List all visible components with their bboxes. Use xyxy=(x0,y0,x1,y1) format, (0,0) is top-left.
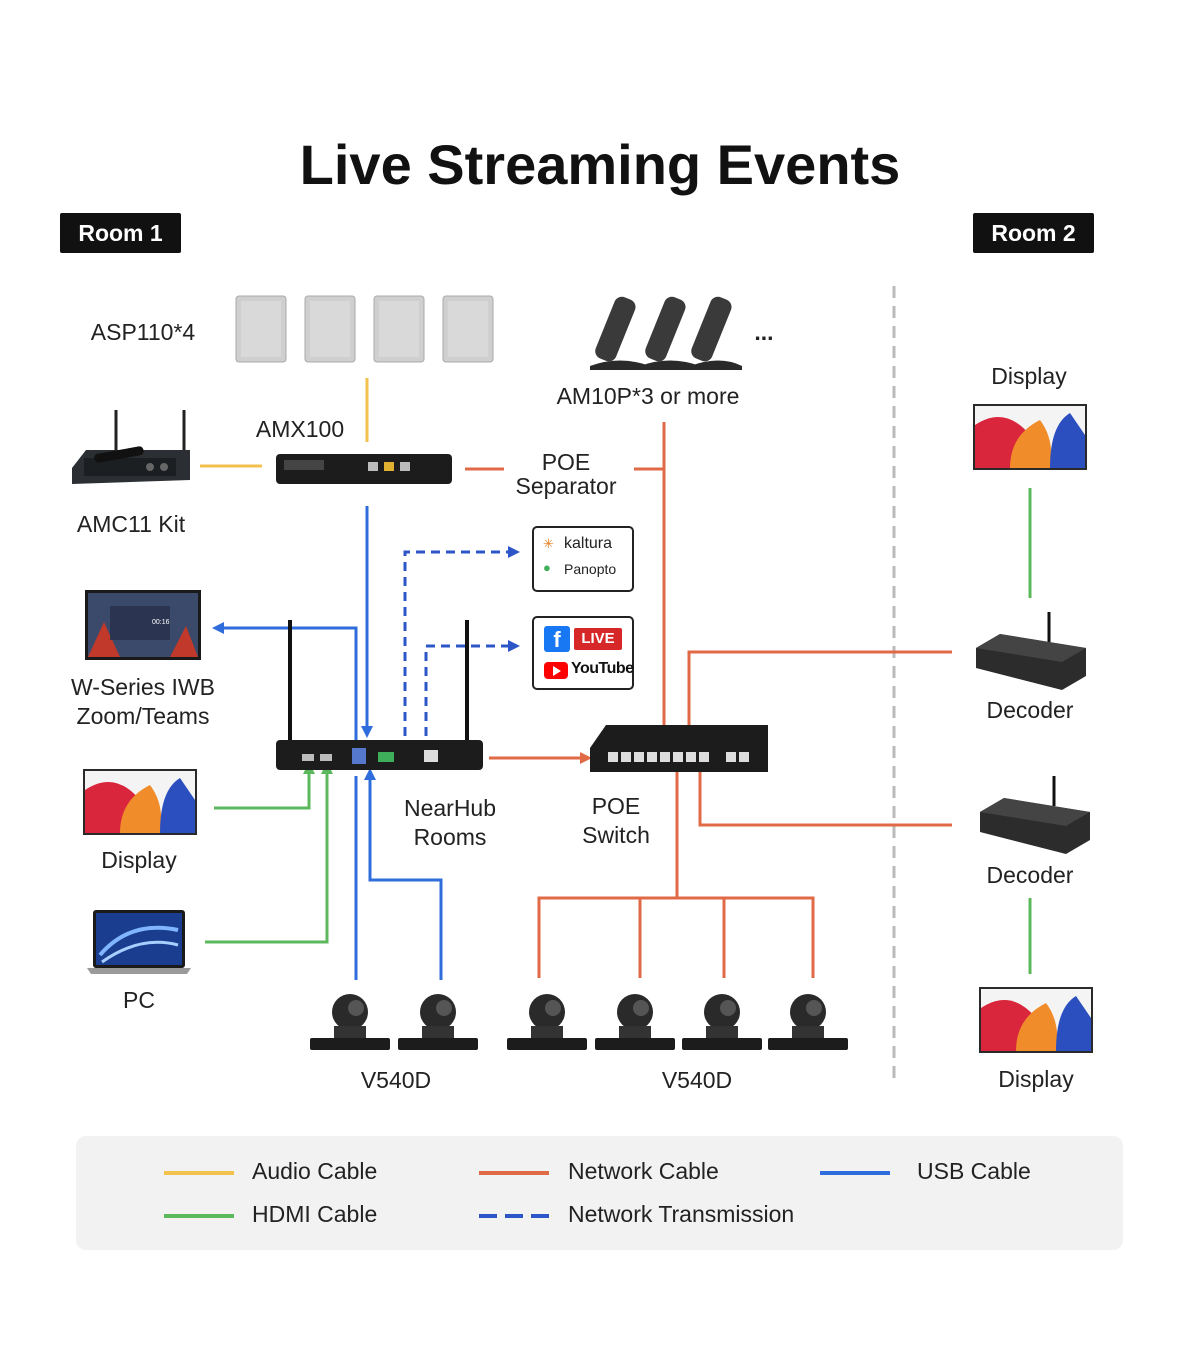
label-v540d-left: V540D xyxy=(360,1067,432,1093)
decoder-icon xyxy=(980,776,1090,854)
legend: Audio Cable Network Cable USB Cable HDMI… xyxy=(76,1136,1123,1250)
display-icon xyxy=(83,769,197,835)
label-mics-more: ... xyxy=(754,319,774,345)
decoder-icon xyxy=(976,612,1086,690)
label-display-room2-bottom: Display xyxy=(998,1066,1074,1092)
network-cables xyxy=(465,422,952,978)
wireless-receiver-icon xyxy=(72,410,190,484)
kaltura-logo-icon: ✳ xyxy=(543,536,554,551)
router-icon xyxy=(276,620,483,770)
label-pc: PC xyxy=(123,987,155,1013)
legend-hdmi-swatch xyxy=(164,1214,234,1218)
social-live-logo-box: f LIVE YouTube xyxy=(532,616,634,690)
label-iwb-2: Zoom/Teams xyxy=(76,703,210,729)
iwb-screen-time: 00:16 xyxy=(152,619,170,626)
legend-network-label: Network Cable xyxy=(568,1158,719,1184)
label-display-room2-top: Display xyxy=(991,363,1067,389)
label-nearhub-2: Rooms xyxy=(413,824,487,850)
audio-cables xyxy=(200,378,369,468)
display-icon xyxy=(979,987,1093,1053)
label-amc11: AMC11 Kit xyxy=(76,511,186,537)
room-2-badge: Room 2 xyxy=(973,213,1094,253)
legend-usb-label: USB Cable xyxy=(917,1158,1031,1184)
whiteboard-icon: 00:16 xyxy=(85,590,201,660)
label-v540d-right: V540D xyxy=(661,1067,733,1093)
label-decoder-top: Decoder xyxy=(986,697,1074,723)
switch-icon xyxy=(590,725,768,772)
legend-usb-swatch xyxy=(820,1171,890,1175)
hdmi-cables xyxy=(205,488,1032,974)
camera-icon xyxy=(310,994,848,1050)
laptop-icon xyxy=(87,910,191,974)
speaker-icon xyxy=(235,295,494,363)
microphone-icon xyxy=(590,296,742,370)
panopto-logo-text: Panopto xyxy=(564,561,617,577)
legend-network-transmission-label: Network Transmission xyxy=(568,1201,795,1227)
audio-processor-icon xyxy=(276,454,452,484)
facebook-live-badge: LIVE xyxy=(574,628,622,650)
label-am10p: AM10P*3 or more xyxy=(556,383,740,409)
kaltura-logo-text: kaltura xyxy=(564,535,613,552)
label-poe-switch-2: Switch xyxy=(582,822,650,848)
facebook-icon: f xyxy=(544,626,570,652)
label-poe-separator-2: Separator xyxy=(515,473,617,499)
youtube-play-icon xyxy=(544,662,568,679)
label-iwb-1: W-Series IWB xyxy=(71,674,215,700)
label-asp110: ASP110*4 xyxy=(90,319,196,345)
room-1-badge: Room 1 xyxy=(60,213,181,253)
youtube-logo-text: YouTube xyxy=(571,660,634,677)
label-poe-switch-1: POE xyxy=(591,793,641,819)
label-amx100: AMX100 xyxy=(255,416,345,442)
display-icon xyxy=(973,404,1087,470)
usb-cables xyxy=(212,506,443,980)
panopto-logo-icon: ● xyxy=(543,560,551,575)
label-poe-separator-1: POE xyxy=(541,449,591,475)
legend-audio-label: Audio Cable xyxy=(252,1158,378,1184)
label-decoder-bottom: Decoder xyxy=(986,862,1074,888)
kaltura-panopto-logo-box: ✳ kaltura ● Panopto xyxy=(532,526,634,592)
label-display-left: Display xyxy=(101,847,177,873)
legend-network-transmission-swatch xyxy=(479,1214,549,1218)
legend-audio-swatch xyxy=(164,1171,234,1175)
label-nearhub-1: NearHub xyxy=(403,795,497,821)
page-title: Live Streaming Events xyxy=(299,133,901,196)
network-transmission-lines xyxy=(403,546,520,736)
legend-hdmi-label: HDMI Cable xyxy=(252,1201,378,1227)
legend-network-swatch xyxy=(479,1171,549,1175)
